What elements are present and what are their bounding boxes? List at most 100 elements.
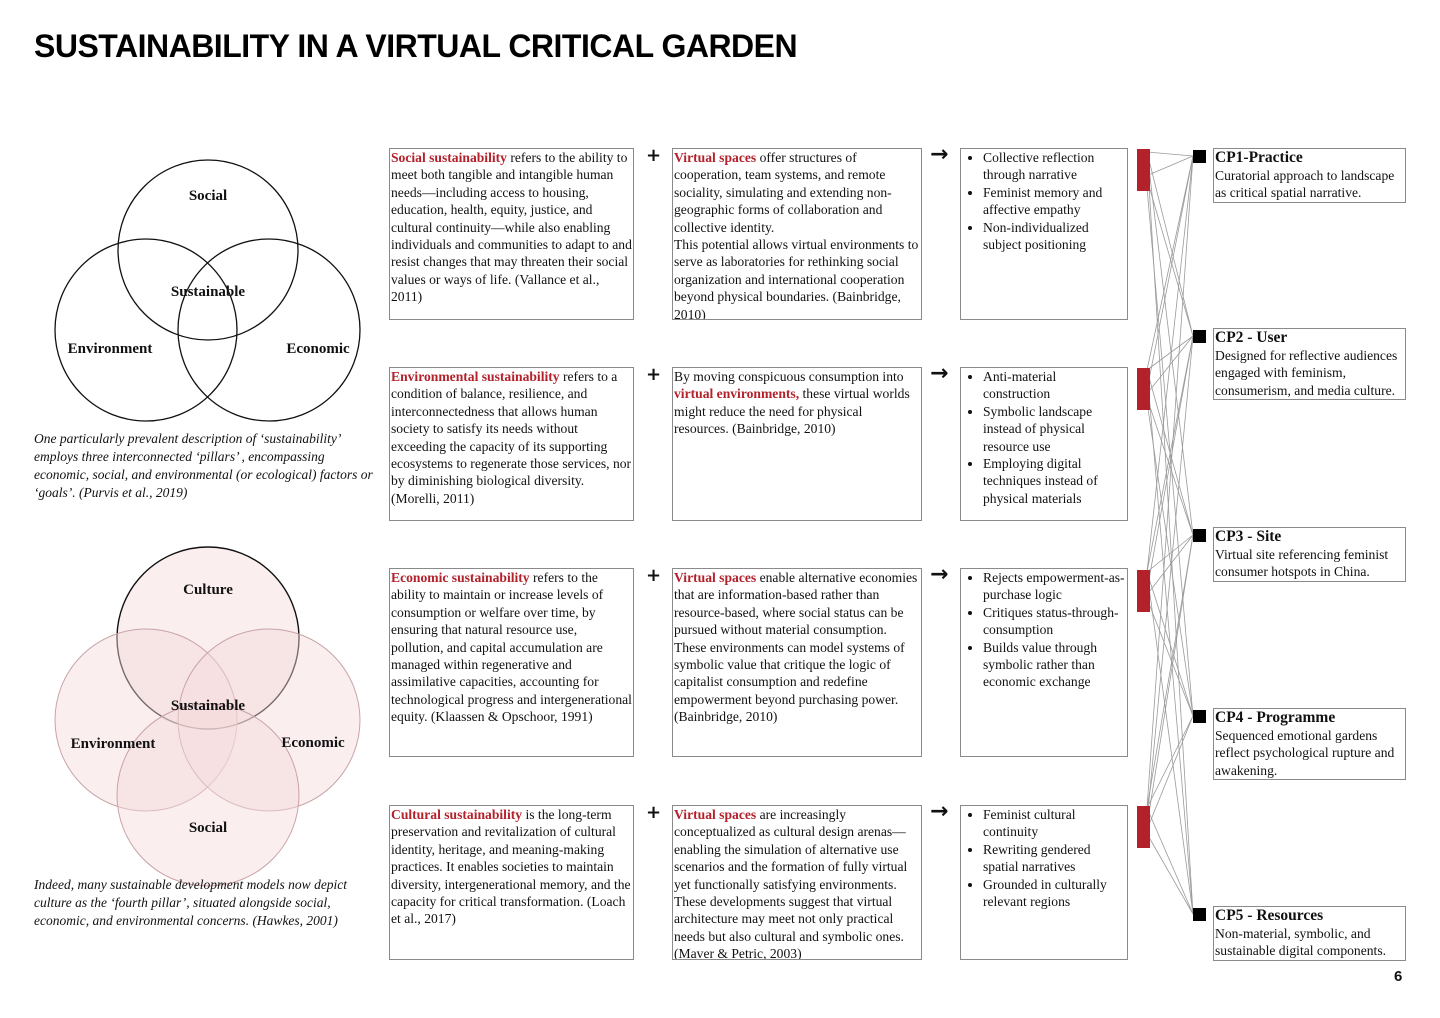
connector-line (1146, 151, 1194, 337)
virtual-box-social: Virtual spaces offer structures of coope… (672, 148, 922, 320)
cp-title: CP4 - Programme (1215, 709, 1336, 726)
venn-circle-social (117, 159, 299, 341)
connector-line (1145, 715, 1194, 833)
outcome-item: Grounded in culturally relevant regions (983, 876, 1126, 911)
venn-label-economic: Economic (286, 341, 350, 357)
venn-circle-economic (177, 628, 361, 812)
virtual-box-economic: Virtual spaces enable alternative econom… (672, 568, 922, 757)
virtual-text: these virtual worlds might reduce the ne… (674, 386, 910, 437)
venn-bottom-caption: Indeed, many sustainable development mod… (34, 877, 348, 928)
connector-line (1145, 595, 1194, 717)
venn-label-culture: Culture (183, 582, 233, 598)
virtual-term: Virtual spaces (674, 570, 757, 585)
definition-box-environmental: Environmental sustainability refers to a… (389, 367, 634, 521)
connector-line (1145, 534, 1194, 597)
connector-line (1146, 571, 1194, 717)
connector-line (1146, 335, 1194, 371)
venn-label-social: Social (189, 188, 227, 204)
outcome-item: Feminist memory and affective empathy (983, 184, 1126, 219)
connector-line (1145, 155, 1194, 396)
outcome-item: Symbolic landscape instead of physical r… (983, 403, 1126, 455)
definition-box-social: Social sustainability refers to the abil… (389, 148, 634, 320)
cp3-site-box: CP3 - Site Virtual site referencing femi… (1213, 527, 1406, 582)
cp4-marker (1193, 710, 1206, 723)
connector-node-cultural (1137, 806, 1150, 848)
definition-term: Cultural sustainability (391, 807, 523, 822)
connector-line (1146, 534, 1194, 573)
cp-description: Sequenced emotional gardens reflect psyc… (1215, 728, 1395, 778)
cp-title: CP3 - Site (1215, 528, 1282, 545)
venn-label-social: Social (189, 820, 227, 836)
plus-icon: + (646, 364, 662, 385)
definition-term: Social sustainability (391, 150, 507, 165)
virtual-box-cultural: Virtual spaces are increasingly conceptu… (672, 805, 922, 960)
cp5-marker (1193, 908, 1206, 921)
outcome-item: Collective reflection through narrative (983, 149, 1126, 184)
cp-title: CP1-Practice (1215, 149, 1303, 166)
connector-line (1145, 534, 1194, 833)
outcome-item: Rewriting gendered spatial narratives (983, 841, 1126, 876)
connector-line (1146, 807, 1194, 915)
outcome-item: Critiques status-through-consumption (983, 604, 1126, 639)
venn-circle-environment (54, 238, 238, 422)
outcome-item: Rejects empowerment-as-purchase logic (983, 569, 1126, 604)
virtual-text-continued: This potential allows virtual environmen… (674, 237, 919, 320)
plus-icon: + (646, 145, 662, 166)
connector-line (1146, 155, 1194, 573)
definition-box-cultural: Cultural sustainability is the long-term… (389, 805, 634, 960)
plus-icon: + (646, 565, 662, 586)
connector-line (1146, 369, 1194, 915)
outcome-box-economic: Rejects empowerment-as-purchase logic Cr… (960, 568, 1128, 757)
venn-circle-economic (177, 238, 361, 422)
definition-text: refers to the ability to maintain or inc… (391, 570, 632, 725)
virtual-term: Virtual spaces (674, 150, 757, 165)
cp-description: Curatorial approach to landscape as crit… (1215, 168, 1395, 201)
connector-line (1145, 175, 1194, 337)
venn-top-caption: One particularly prevalent description o… (34, 431, 373, 500)
arrow-right-icon: → (930, 799, 949, 824)
connector-node-social (1137, 149, 1150, 191)
connector-line (1145, 175, 1194, 717)
connector-line (1146, 155, 1194, 371)
outcome-item: Non-individualized subject positioning (983, 219, 1126, 254)
connector-node-economic (1137, 570, 1150, 612)
venn-label-environment: Environment (68, 341, 153, 357)
cp4-programme-box: CP4 - Programme Sequenced emotional gard… (1213, 708, 1406, 781)
virtual-term: virtual environments, (674, 386, 800, 402)
venn-label-sustainable: Sustainable (171, 284, 246, 300)
virtual-text: are increasingly conceptualized as cultu… (674, 807, 908, 960)
virtual-box-environmental: By moving conspicuous consumption into v… (672, 367, 922, 521)
cp2-user-box: CP2 - User Designed for reflective audie… (1213, 328, 1406, 401)
connector-line (1146, 534, 1194, 809)
connector-line (1145, 831, 1194, 915)
cp-description: Virtual site referencing feminist consum… (1215, 547, 1389, 580)
cp5-resources-box: CP5 - Resources Non-material, symbolic, … (1213, 906, 1406, 961)
connector-line (1146, 335, 1194, 573)
connector-line (1145, 335, 1194, 597)
venn-diagram-three-pillars: Social Sustainable Environment Economic (54, 159, 361, 422)
venn-diagram-four-pillars: Culture Sustainable Environment Economic… (54, 546, 361, 887)
connector-line (1146, 155, 1194, 809)
definition-text: is the long-term preservation and revita… (391, 807, 631, 927)
definition-box-economic: Economic sustainability refers to the ab… (389, 568, 634, 757)
arrow-right-icon: → (930, 361, 949, 386)
page-number: 6 (1394, 968, 1403, 985)
cp1-practice-box: CP1-Practice Curatorial approach to land… (1213, 148, 1406, 203)
virtual-lead-text: By moving conspicuous consumption into (674, 369, 904, 384)
outcome-item: Employing digital techniques instead of … (983, 455, 1126, 507)
arrow-right-icon: → (930, 562, 949, 587)
definition-term: Economic sustainability (391, 570, 530, 585)
connector-line (1146, 151, 1194, 536)
cp1-marker (1193, 150, 1206, 163)
cp-description: Non-material, symbolic, and sustainable … (1215, 926, 1387, 959)
connector-line (1146, 571, 1194, 915)
cp-title: CP2 - User (1215, 329, 1288, 346)
cp-title: CP5 - Resources (1215, 907, 1324, 924)
page-title: SUSTAINABILITY IN A VIRTUAL CRITICAL GAR… (34, 28, 798, 64)
venn-label-sustainable: Sustainable (171, 698, 246, 714)
plus-icon: + (646, 802, 662, 823)
virtual-text-continued: These environments can model systems of … (674, 639, 905, 725)
virtual-term: Virtual spaces (674, 807, 757, 822)
cp-description: Designed for reflective audiences engage… (1215, 348, 1398, 398)
